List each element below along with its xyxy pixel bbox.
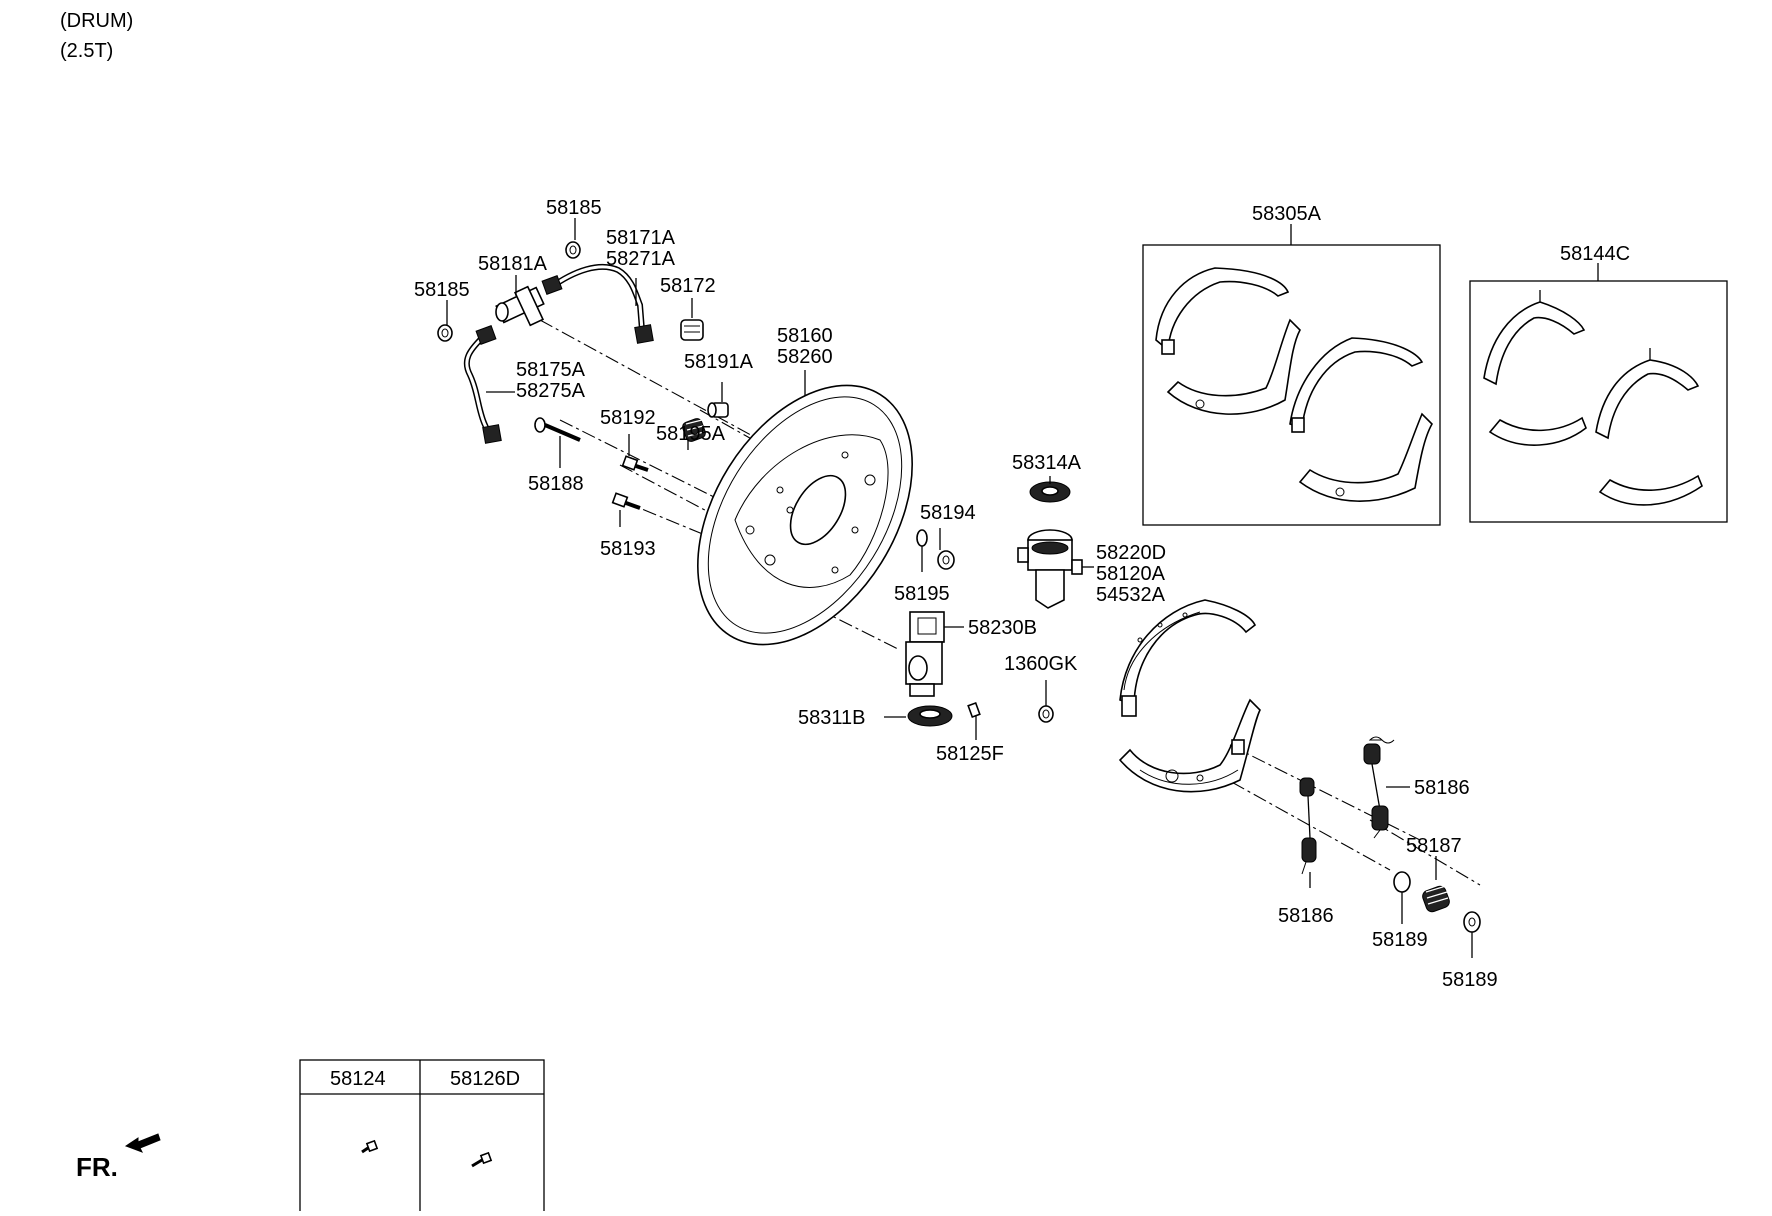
nut-58194[interactable]	[937, 550, 955, 570]
bolt-58124-icon	[361, 1139, 379, 1154]
bolt-58188[interactable]	[534, 417, 581, 442]
kit-lining-3	[1595, 348, 1700, 440]
label-58188[interactable]: 58188	[528, 473, 584, 495]
bolt-table-col2-header: 58126D	[450, 1068, 520, 1090]
label-58314A[interactable]: 58314A	[1012, 452, 1082, 474]
wheel-cylinder-58230B[interactable]	[905, 611, 945, 697]
adjuster-gear-58314A[interactable]	[1029, 481, 1071, 503]
label-58305A[interactable]: 58305A	[1252, 203, 1322, 225]
label-58194[interactable]: 58194	[920, 502, 976, 524]
backing-plate-58160[interactable]	[653, 347, 956, 683]
label-58160[interactable]: 58160	[777, 325, 833, 347]
bolt-58193[interactable]	[611, 492, 641, 510]
bolt-58126D-icon	[471, 1151, 493, 1168]
label-58260[interactable]: 58260	[777, 346, 833, 368]
kit-lining-4	[1598, 474, 1703, 506]
brake-shoe-lower[interactable]	[1118, 698, 1261, 793]
brake-tube-58175A[interactable]	[463, 325, 502, 444]
label-1360GK[interactable]: 1360GK	[1004, 653, 1078, 675]
nut-1360GK[interactable]	[1038, 705, 1054, 723]
kit-shoe-2	[1166, 318, 1301, 415]
assembly-center-lines	[539, 319, 1481, 886]
bolt-58192[interactable]	[621, 455, 649, 472]
return-spring-58186-upper[interactable]	[1363, 736, 1395, 839]
label-58275A[interactable]: 58275A	[516, 380, 586, 402]
kit-shoe-1	[1155, 267, 1290, 355]
lining-kit-box-58144C[interactable]	[1469, 280, 1728, 523]
leader-lines	[446, 218, 1599, 958]
label-54532A[interactable]: 54532A	[1096, 584, 1166, 606]
label-58144C[interactable]: 58144C	[1560, 243, 1630, 265]
label-58187[interactable]: 58187	[1406, 835, 1462, 857]
shoe-kit-box-58305A[interactable]	[1142, 244, 1441, 526]
label-58171A[interactable]: 58171A	[606, 227, 676, 249]
spring-58195A[interactable]	[681, 417, 707, 443]
label-58172[interactable]: 58172	[660, 275, 716, 297]
label-58189-b[interactable]: 58189	[1442, 969, 1498, 991]
bolt-reference-table: 58124 58126D	[299, 1059, 545, 1213]
label-58195A[interactable]: 58195A	[656, 423, 726, 445]
brake-shoe-upper[interactable]	[1119, 599, 1257, 717]
front-arrow-icon	[124, 1133, 161, 1153]
header-capacity: (2.5T)	[60, 40, 113, 62]
label-58193[interactable]: 58193	[600, 538, 656, 560]
kit-lining-1	[1483, 290, 1586, 386]
plug-58191A[interactable]	[707, 402, 729, 418]
front-label: FR.	[76, 1152, 118, 1182]
bleeder-58125F[interactable]	[967, 701, 981, 719]
label-58191A[interactable]: 58191A	[684, 351, 754, 373]
label-58186-right[interactable]: 58186	[1414, 777, 1470, 799]
label-58186-low[interactable]: 58186	[1278, 905, 1334, 927]
kit-shoe-4	[1298, 412, 1433, 502]
label-58175A[interactable]: 58175A	[516, 359, 586, 381]
label-58271A[interactable]: 58271A	[606, 248, 676, 270]
label-58181A[interactable]: 58181A	[478, 253, 548, 275]
label-58185-left[interactable]: 58185	[414, 279, 470, 301]
kit-lining-2	[1488, 416, 1587, 446]
bolt-table-col1-header: 58124	[330, 1068, 386, 1090]
label-58125F[interactable]: 58125F	[936, 743, 1004, 765]
header-drum: (DRUM)	[60, 10, 133, 32]
front-direction-indicator: FR.	[76, 1133, 161, 1182]
label-58311B[interactable]: 58311B	[798, 707, 865, 729]
adjuster-wheel-58311B[interactable]	[907, 705, 953, 727]
label-58189-a[interactable]: 58189	[1372, 929, 1428, 951]
bleeder-cap-58172[interactable]	[680, 319, 704, 341]
three-way-connector-58181A[interactable]	[495, 285, 545, 327]
label-58220D[interactable]: 58220D	[1096, 542, 1166, 564]
nut-58185-top[interactable]	[565, 241, 581, 259]
spring-58187[interactable]	[1421, 885, 1451, 914]
nut-58185-left[interactable]	[437, 324, 453, 342]
label-58120A[interactable]: 58120A	[1096, 563, 1166, 585]
label-58195[interactable]: 58195	[894, 583, 950, 605]
washer-58189-a[interactable]	[1393, 871, 1411, 893]
washer-58189-b[interactable]	[1463, 911, 1481, 933]
label-58185-top[interactable]: 58185	[546, 197, 602, 219]
part-labels: 58185 58171A 58271A 58181A 58185 58172 5…	[414, 197, 1630, 991]
brake-tube-58171A[interactable]	[541, 263, 654, 344]
adjuster-assembly-58220D[interactable]	[1017, 529, 1083, 609]
label-58192[interactable]: 58192	[600, 407, 656, 429]
washer-58195[interactable]	[916, 529, 928, 547]
label-58230B[interactable]: 58230B	[968, 617, 1037, 639]
return-spring-58186-lower[interactable]	[1299, 777, 1317, 875]
kit-shoe-3	[1289, 337, 1424, 433]
